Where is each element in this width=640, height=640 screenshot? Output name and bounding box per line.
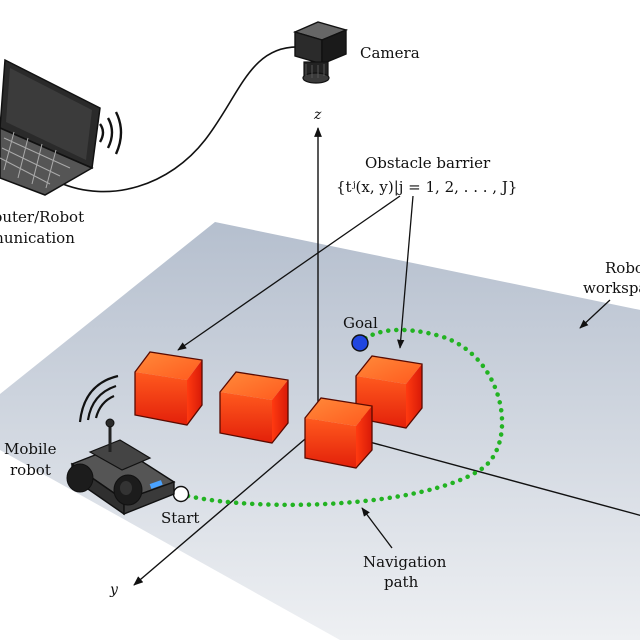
workspace-label-line2: workspace — [583, 279, 640, 297]
z-axis-label: z — [313, 107, 322, 123]
wifi-signal-icon — [98, 111, 123, 155]
x-axis — [317, 427, 640, 517]
start-label: Start — [161, 509, 199, 527]
obstacle-box-1 — [134, 351, 203, 426]
navigation-path — [185, 327, 505, 508]
obstacle-box-4 — [304, 397, 373, 469]
mobile-robot-label-line2: robot — [10, 461, 51, 479]
robot-icon — [66, 418, 176, 516]
y-axis — [133, 427, 319, 586]
camera-label: Camera — [360, 44, 420, 62]
workspace-label-line1: Robot — [605, 259, 640, 277]
computer-label-line1: Computer/Robot — [0, 208, 84, 226]
laptop-icon — [0, 58, 101, 196]
navigation-arrow — [361, 507, 393, 549]
mobile-robot-label-line1: Mobile — [4, 440, 57, 458]
y-axis-label: y — [109, 582, 119, 598]
camera-cable — [57, 46, 301, 193]
goal-label: Goal — [343, 314, 378, 332]
robot-wifi-signal-icon — [78, 374, 119, 423]
navigation-label-line1: Navigation — [363, 553, 447, 571]
obstacle-label-line1: Obstacle barrier — [365, 154, 491, 172]
camera-icon — [292, 21, 349, 84]
obstacle-arrow-2 — [397, 195, 414, 349]
obstacle-box-2 — [219, 371, 289, 444]
computer-label-line2: communication — [0, 229, 75, 247]
obstacle-label-line2: {tʲ(x, y)|j = 1, 2, . . . , J} — [336, 178, 517, 196]
obstacle-arrow-1 — [177, 195, 401, 351]
goal-marker — [351, 334, 369, 352]
workspace-arrow — [579, 299, 611, 329]
start-marker — [172, 485, 190, 503]
navigation-label-line2: path — [384, 573, 419, 591]
